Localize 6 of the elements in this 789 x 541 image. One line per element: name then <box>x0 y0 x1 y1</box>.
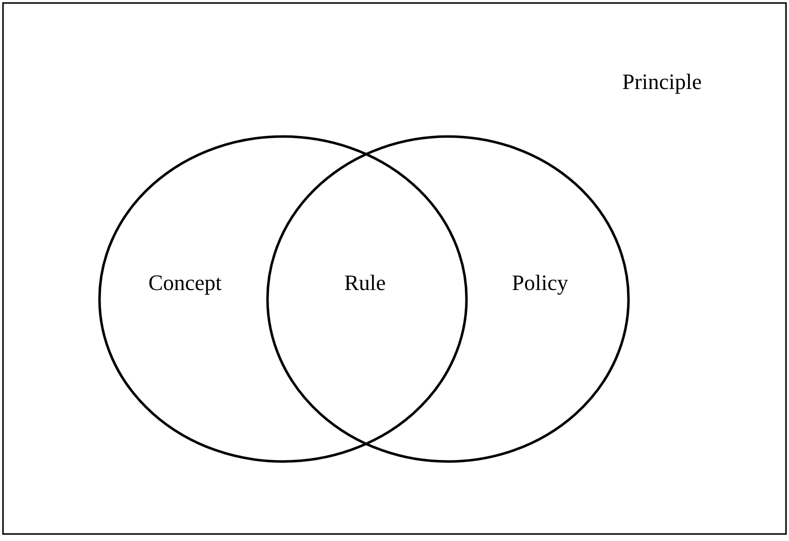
overlap-label: Rule <box>344 270 386 296</box>
set-label: Policy <box>512 270 568 296</box>
circle <box>266 135 630 463</box>
circle <box>98 135 468 463</box>
set-label: Principle <box>622 69 702 95</box>
set-label: Concept <box>148 270 222 296</box>
